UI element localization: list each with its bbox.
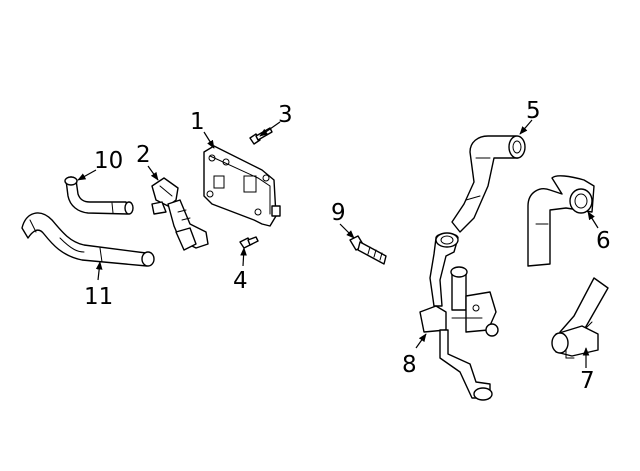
leader-9	[339, 223, 355, 239]
callout-6: 6	[596, 228, 611, 254]
callout-8: 8	[402, 352, 417, 378]
callout-3: 3	[278, 102, 293, 128]
callout-2: 2	[136, 142, 151, 168]
leaders	[77, 119, 599, 368]
part-4-bolt[interactable]	[239, 236, 259, 249]
part-2-fitting[interactable]	[151, 177, 209, 251]
part-9-bolt[interactable]	[349, 235, 387, 265]
callout-4: 4	[233, 268, 248, 294]
part-5-hose[interactable]	[451, 135, 526, 233]
callout-5: 5	[526, 98, 541, 124]
callout-11: 11	[84, 284, 113, 310]
part-8-tube-assembly[interactable]	[419, 232, 499, 401]
callout-10: 10	[94, 148, 123, 174]
leader-1	[203, 131, 215, 149]
part-7-pipe[interactable]	[551, 277, 609, 359]
callout-7: 7	[580, 368, 595, 394]
part-6-hose[interactable]	[527, 175, 595, 267]
leader-2	[147, 165, 159, 181]
leader-4	[240, 247, 247, 267]
part-11-hose[interactable]	[21, 212, 155, 267]
leader-10	[77, 169, 97, 181]
callout-1: 1	[190, 109, 205, 135]
leader-6	[587, 211, 599, 229]
part-1-oil-cooler[interactable]	[203, 145, 281, 227]
leader-3	[259, 121, 281, 137]
leader-11	[95, 261, 103, 281]
callout-9: 9	[331, 200, 346, 226]
part-10-hose[interactable]	[64, 176, 134, 215]
callout-labels: 1 2 3 4 5 6 7 8 9 10 11	[84, 98, 611, 394]
leader-5	[519, 119, 533, 135]
leader-8	[415, 333, 427, 349]
